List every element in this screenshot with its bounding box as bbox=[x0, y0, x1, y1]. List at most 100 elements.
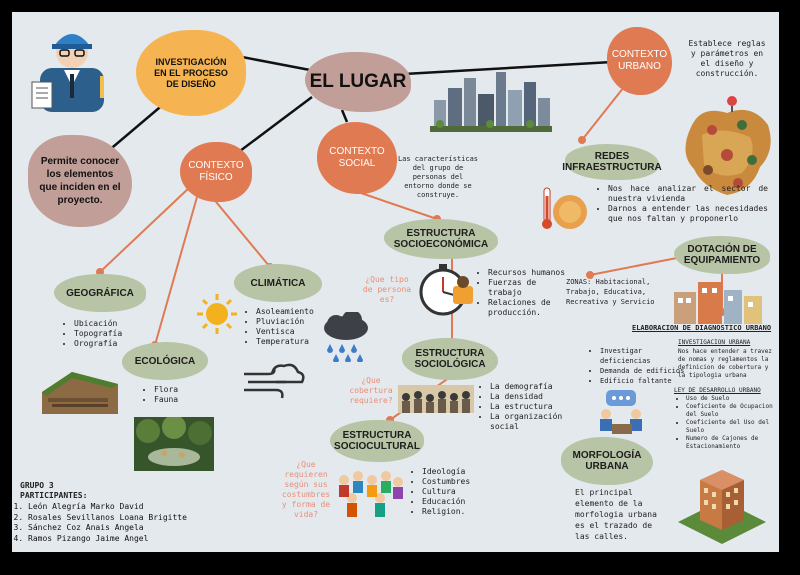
sociocultural-item: Costumbres bbox=[422, 477, 502, 487]
node-contexto-social-label: CONTEXTO SOCIAL bbox=[329, 146, 385, 169]
node-redes: REDES INFRAESTRUCTURA bbox=[562, 144, 662, 180]
investigacion-urbana-title: INVESTIGACION URBANA bbox=[678, 339, 751, 346]
sociocultural-item: Religion. bbox=[422, 507, 502, 517]
rain-cloud-icon bbox=[320, 310, 372, 363]
ley-item: Uso de Suelo bbox=[686, 395, 784, 403]
diagnostico-title: ELABORACION DE DIAGNOSTICO URBANO bbox=[632, 324, 772, 332]
question-costumbres: ¿Que requieren según sus costumbres y fo… bbox=[281, 460, 331, 519]
sociocultural-item: Educación bbox=[422, 497, 502, 507]
ecologica-item: Fauna bbox=[154, 395, 214, 405]
meeting-icon bbox=[596, 388, 648, 436]
socioeconomica-list: Recursos humanos Fuerzas de trabajo Rela… bbox=[476, 268, 568, 318]
houses-icon bbox=[672, 272, 764, 326]
climatica-item: Pluviación bbox=[256, 317, 336, 327]
node-contexto-fisico-label: CONTEXTO FÍSICO bbox=[188, 160, 244, 183]
sun-icon bbox=[195, 292, 239, 336]
participantes-list: León Alegría Marko David Rosales Sevilla… bbox=[14, 502, 228, 544]
sociologica-item: La densidad bbox=[490, 392, 580, 402]
participante-item: Rosales Sevillanos Loana Brigitte bbox=[28, 513, 228, 524]
node-sociologica-label: ESTRUCTURA SOCIOLÓGICA bbox=[414, 348, 486, 370]
redes-item: Nos hace analizar el sector de nuestra v… bbox=[608, 184, 768, 204]
node-ecologica: ECOLÓGICA bbox=[122, 342, 208, 380]
redes-list: Nos hace analizar el sector de nuestra v… bbox=[596, 184, 768, 224]
urbano-description: Establece reglas y parámetros en el dise… bbox=[688, 39, 766, 78]
cultural-map-icon bbox=[672, 95, 778, 205]
ecologica-list: Flora Fauna bbox=[142, 385, 214, 405]
diagnostico-item: Demanda de edificios bbox=[600, 366, 694, 376]
question-cobertura: ¿Que cobertura requiere? bbox=[349, 376, 393, 405]
node-contexto-urbano-label: CONTEXTO URBANO bbox=[611, 49, 668, 72]
node-morfologia: MORFOLOGÍA URBANA bbox=[561, 437, 653, 485]
node-investigacion-label: INVESTIGACIÓN EN EL PROCESO DE DISEÑO bbox=[154, 56, 228, 89]
node-contexto-urbano: CONTEXTO URBANO bbox=[607, 27, 672, 95]
ley-list: Uso de Suelo Coeficiente de Ocupacion de… bbox=[674, 395, 784, 451]
geografica-item: Orografía bbox=[74, 339, 154, 349]
ley-title: LEY DE DESARROLLO URBANO bbox=[674, 387, 761, 394]
forest-icon bbox=[134, 415, 214, 471]
ecologica-item: Flora bbox=[154, 385, 214, 395]
node-dotacion-label: DOTACIÓN DE EQUIPAMIENTO bbox=[683, 244, 761, 266]
diagnostico-list: Investigar deficiencias Demanda de edifi… bbox=[588, 346, 694, 386]
ley-item: Coeficiente del Uso del Suelo bbox=[686, 419, 784, 435]
people-group-icon bbox=[334, 468, 406, 524]
sociocultural-list: Ideología Costumbres Cultura Educación R… bbox=[410, 467, 502, 517]
node-contexto-fisico: CONTEXTO FÍSICO bbox=[180, 142, 252, 202]
ley-item: Coeficiente de Ocupacion del Suelo bbox=[686, 403, 784, 419]
landscape-icon bbox=[42, 362, 118, 414]
stopwatch-worker-icon bbox=[417, 262, 477, 318]
participante-item: Sánchez Coz Anais Angela bbox=[28, 523, 228, 534]
node-climatica: CLIMÁTICA bbox=[234, 264, 322, 302]
node-dotacion: DOTACIÓN DE EQUIPAMIENTO bbox=[674, 236, 770, 274]
sociologica-item: La demografía bbox=[490, 382, 580, 392]
participante-item: Ramos Pizango Jaime Angel bbox=[28, 534, 228, 545]
node-geografica: GEOGRÁFICA bbox=[54, 274, 146, 312]
node-socioeconomica: ESTRUCTURA SOCIOECONÓMICA bbox=[384, 219, 498, 259]
geografica-item: Topografía bbox=[74, 329, 154, 339]
climatica-list: Asoleamiento Pluviación Ventisca Tempera… bbox=[244, 307, 336, 347]
geografica-item: Ubicación bbox=[74, 319, 154, 329]
node-contexto-social: CONTEXTO SOCIAL bbox=[317, 122, 397, 194]
socioeconomica-item: Relaciones de producción. bbox=[488, 298, 568, 318]
engineer-icon bbox=[30, 20, 114, 112]
city-skyline-icon bbox=[430, 70, 552, 132]
crowd-icon bbox=[398, 385, 474, 413]
social-description: Las características del grupo de persona… bbox=[397, 155, 479, 199]
sociologica-list: La demografía La densidad La estructura … bbox=[478, 382, 580, 432]
diagnostico-item: Investigar deficiencias bbox=[600, 346, 694, 366]
node-socioeconomica-label: ESTRUCTURA SOCIOECONÓMICA bbox=[393, 228, 489, 250]
node-morfologia-label: MORFOLOGÍA URBANA bbox=[572, 450, 642, 472]
node-center: EL LUGAR bbox=[305, 52, 411, 112]
sociocultural-item: Cultura bbox=[422, 487, 502, 497]
grupo-label: GRUPO 3 bbox=[20, 481, 54, 490]
sociologica-item: La estructura bbox=[490, 402, 580, 412]
node-climatica-label: CLIMÁTICA bbox=[250, 277, 306, 289]
node-redes-label: REDES INFRAESTRUCTURA bbox=[562, 151, 662, 173]
node-geografica-label: GEOGRÁFICA bbox=[66, 287, 134, 299]
morfologia-description: El principal elemento de la morfologia u… bbox=[575, 488, 657, 541]
participantes-label: PARTICIPANTES: bbox=[20, 491, 88, 500]
node-sociocultural-label: ESTRUCTURA SOCIOCULTURAL bbox=[334, 430, 420, 452]
question-tipo-persona: ¿Que tipo de persona es? bbox=[362, 275, 412, 304]
node-permite-label: Permite conocer los elementos que incide… bbox=[39, 156, 121, 206]
node-sociocultural: ESTRUCTURA SOCIOCULTURAL bbox=[330, 420, 424, 462]
socioeconomica-item: Recursos humanos bbox=[488, 268, 568, 278]
node-center-label: EL LUGAR bbox=[309, 71, 407, 92]
sociologica-item: La organización social bbox=[490, 412, 580, 432]
climatica-item: Temperatura bbox=[256, 337, 336, 347]
climatica-item: Asoleamiento bbox=[256, 307, 336, 317]
socioeconomica-item: Fuerzas de trabajo bbox=[488, 278, 568, 298]
node-sociologica: ESTRUCTURA SOCIOLÓGICA bbox=[402, 338, 498, 380]
node-permite: Permite conocer los elementos que incide… bbox=[28, 135, 132, 227]
climatica-item: Ventisca bbox=[256, 327, 336, 337]
investigacion-urbana-desc: Nos hace entender a travez de nomas y re… bbox=[678, 348, 772, 379]
ley-item: Numero de Cajones de Estacionamiento bbox=[686, 435, 784, 451]
node-ecologica-label: ECOLÓGICA bbox=[134, 355, 196, 367]
sociocultural-item: Ideología bbox=[422, 467, 502, 477]
geografica-list: Ubicación Topografía Orografía bbox=[62, 319, 154, 349]
thermometer-sun-icon bbox=[538, 184, 590, 232]
zonas-text: ZONAS: Habitacional, Trabajo, Educativa,… bbox=[566, 278, 655, 306]
participante-item: León Alegría Marko David bbox=[28, 502, 228, 513]
diagnostico-item: Edificio faltante bbox=[600, 376, 694, 386]
building-icon bbox=[674, 460, 770, 544]
